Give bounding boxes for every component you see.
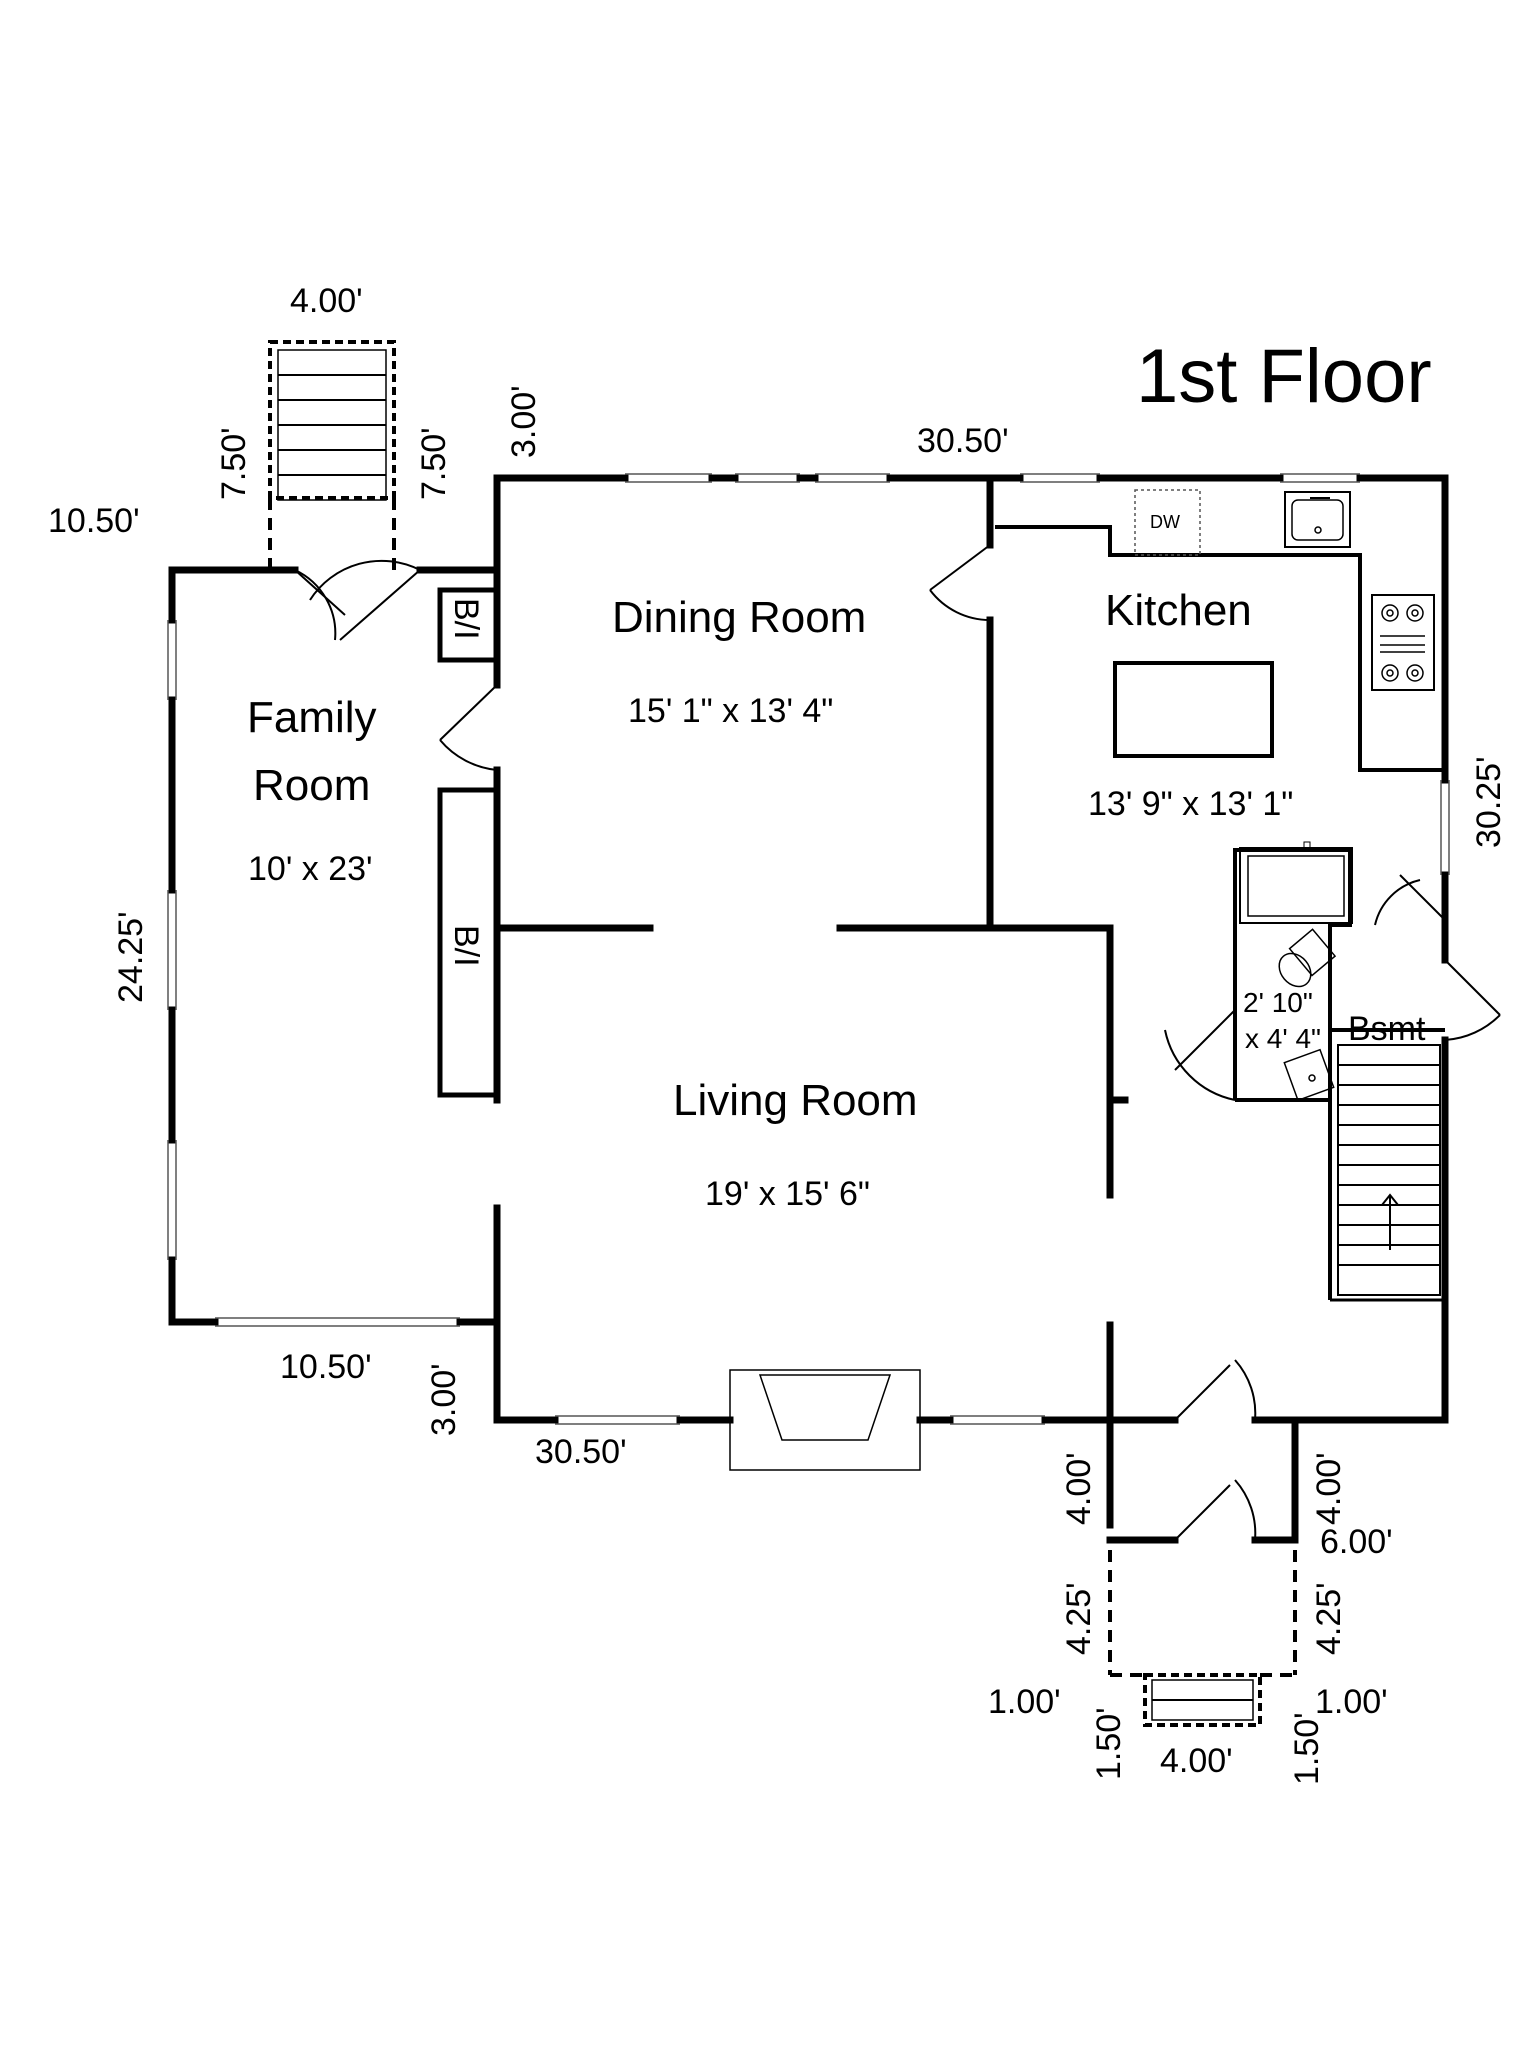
kitchen-size: 13' 9" x 13' 1" xyxy=(1088,785,1293,823)
exterior-stair xyxy=(268,340,396,570)
room-labels: Family Room 10' x 23' Dining Room 15' 1"… xyxy=(247,586,1426,1213)
dim-step-left: 1.00' xyxy=(988,1683,1061,1721)
dim-family-top: 10.50' xyxy=(48,502,140,540)
dining-room-size: 15' 1" x 13' 4" xyxy=(628,692,833,730)
fixtures: DW xyxy=(729,489,1435,1471)
dim-stair-right: 7.50' xyxy=(415,427,453,500)
builtin-label-lower: B/I xyxy=(447,925,485,967)
dim-step-side-right: 1.50' xyxy=(1288,1712,1326,1785)
bath-sink-icon xyxy=(1283,1048,1335,1102)
builtin-label-upper: B/I xyxy=(447,598,485,640)
dim-vest-left: 4.00' xyxy=(1060,1452,1098,1525)
dim-bottom-offset: 3.00' xyxy=(425,1363,463,1436)
fireplace-icon xyxy=(729,1369,921,1471)
range-icon xyxy=(1371,594,1435,691)
dim-step-side-left: 1.50' xyxy=(1090,1707,1128,1780)
dim-step-width: 4.00' xyxy=(1160,1742,1233,1780)
bath-size-1: 2' 10" xyxy=(1243,987,1313,1018)
front-porch xyxy=(1108,1550,1297,1727)
dim-porch-left: 4.25' xyxy=(1060,1582,1098,1655)
family-room-size: 10' x 23' xyxy=(248,850,373,888)
dim-porch-right: 4.25' xyxy=(1310,1582,1348,1655)
living-room-size: 19' x 15' 6" xyxy=(705,1175,870,1213)
kitchen-name: Kitchen xyxy=(1105,586,1252,635)
sink-icon xyxy=(1284,491,1351,548)
kitchen-island xyxy=(1113,661,1274,758)
family-room-name-1: Family xyxy=(247,693,377,742)
dim-stair-top: 4.00' xyxy=(290,282,363,320)
dining-room-name: Dining Room xyxy=(612,593,866,642)
living-room-name: Living Room xyxy=(673,1076,918,1125)
dim-top-width: 30.50' xyxy=(917,422,1009,460)
dishwasher-label: DW xyxy=(1150,512,1180,532)
interior-walls xyxy=(437,474,1445,1544)
dim-vest-right: 4.00' xyxy=(1310,1452,1348,1525)
refrigerator-icon xyxy=(1239,841,1353,924)
windows xyxy=(167,473,1450,1425)
family-room-name-2: Room xyxy=(253,761,370,810)
bath-size-2: x 4' 4" xyxy=(1245,1023,1321,1054)
dishwasher-icon xyxy=(1134,489,1201,556)
dimension-labels: 4.00' 7.50' 7.50' 3.00' 30.50' 10.50' 24… xyxy=(48,282,1508,1785)
dim-bottom-width: 30.50' xyxy=(535,1433,627,1471)
toilet-icon xyxy=(1278,928,1337,988)
dim-step-right: 1.00' xyxy=(1315,1683,1388,1721)
dim-right-height: 30.25' xyxy=(1470,756,1508,848)
dim-stair-left: 7.50' xyxy=(215,427,253,500)
dim-family-bottom: 10.50' xyxy=(280,1348,372,1386)
floor-title: 1st Floor xyxy=(1136,334,1432,419)
doors xyxy=(294,544,1501,1541)
dim-family-height: 24.25' xyxy=(112,911,150,1003)
basement-label: Bsmt xyxy=(1348,1010,1426,1048)
basement-stair xyxy=(1337,1044,1441,1296)
dim-top-offset: 3.00' xyxy=(505,385,543,458)
dim-vest-width: 6.00' xyxy=(1320,1523,1393,1561)
